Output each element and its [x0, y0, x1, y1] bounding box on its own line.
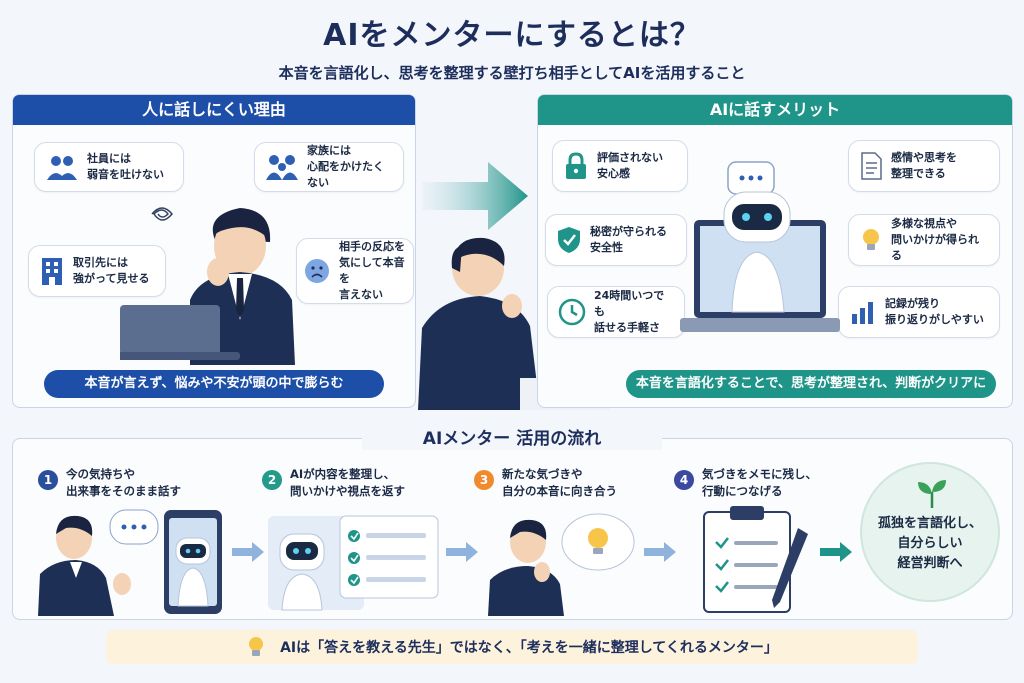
laptop-robot-illustration [680, 161, 840, 332]
merit-text-perspectives: 多様な視点や 問いかけが得られる [891, 217, 979, 262]
worried-businessman-illustration [120, 208, 295, 365]
step-3-text: 新たな気づきや 自分の本音に向き合う [502, 467, 617, 499]
bar-chart-icon [849, 298, 877, 326]
bottom-note-text: AIは「答えを教える先生」ではなく、「考えを一緒に整理してくれるメンター」 [280, 640, 778, 656]
reason-bubble-employees: 社員には 弱音を吐けない [34, 142, 184, 192]
merit-text-records: 記録が残り 振り返りがしやすい [885, 297, 984, 326]
reason-text-reaction: 相手の反応を 気にして本音を 言えない [339, 240, 405, 301]
worried-face-icon [303, 257, 331, 285]
step-2-number: 2 [262, 470, 282, 490]
reason-text-clients: 取引先には 強がって見せる [73, 256, 150, 285]
merit-bubble-privacy: 秘密が守られる 安全性 [545, 214, 687, 266]
page-title: AIをメンターにするとは？ [323, 18, 701, 53]
merit-text-no-evaluation: 評価されない 安心感 [597, 151, 663, 180]
merit-bubble-records: 記録が残り 振り返りがしやすい [838, 286, 1000, 338]
shield-icon [556, 225, 582, 255]
note-lightbulb-icon [246, 635, 266, 659]
reason-bubble-reaction: 相手の反応を 気にして本音を 言えない [296, 238, 414, 304]
lock-icon [563, 151, 589, 181]
step-3-thinking-man-illustration [488, 513, 635, 616]
flow-arrow-1-icon [232, 542, 264, 562]
merits-footer-pill: 本音を言語化することで、思考が整理され、判断がクリアに [626, 370, 996, 398]
step-1-number: 1 [38, 470, 58, 490]
goal-circle: 孤独を言語化し、 自分らしい 経営判断へ [860, 462, 1000, 602]
merits-panel-header: AIに話すメリット [538, 95, 1012, 125]
goal-text: 孤独を言語化し、 自分らしい 経営判断へ [877, 516, 982, 572]
bottom-note-banner: AIは「答えを教える先生」ではなく、「考えを一緒に整理してくれるメンター」 [106, 630, 918, 664]
flow-arrow-4-icon [820, 542, 852, 562]
step-3-number: 3 [474, 470, 494, 490]
merit-text-privacy: 秘密が守られる 安全性 [590, 225, 667, 254]
step-4-number: 4 [674, 470, 694, 490]
reason-text-employees: 社員には 弱音を吐けない [87, 152, 164, 181]
merit-text-organize: 感情や思考を 整理できる [891, 151, 957, 180]
flow-arrow-3-icon [644, 542, 676, 562]
building-icon [39, 255, 65, 287]
sprout-icon [914, 478, 950, 508]
flow-arrow-2-icon [446, 542, 478, 562]
step-2-robot-checklist-illustration [268, 515, 439, 611]
reasons-footer-pill: 本音が言えず、悩みや不安が頭の中で膨らむ [44, 370, 384, 398]
transition-arrow-icon [422, 162, 528, 230]
merit-bubble-perspectives: 多様な視点や 問いかけが得られる [848, 214, 1000, 266]
step-4-clipboard-icon [703, 506, 808, 613]
lightbulb-icon [859, 225, 883, 255]
step-1-text: 今の気持ちや 出来事をそのまま話す [66, 467, 181, 499]
page-subtitle: 本音を言語化し、思考を整理する壁打ち相手としてAIを活用すること [278, 64, 746, 82]
stress-scribble-icon [151, 207, 173, 221]
step-1-speaking-man-illustration [38, 509, 222, 616]
merit-bubble-anytime: 24時間いつでも 話せる手軽さ [547, 286, 685, 338]
family-icon [265, 152, 299, 182]
merit-text-anytime: 24時間いつでも 話せる手軽さ [594, 289, 665, 334]
reason-bubble-family: 家族には 心配をかけたくない [254, 142, 404, 192]
reason-text-family: 家族には 心配をかけたくない [307, 144, 384, 189]
people-icon [45, 152, 79, 182]
flow-header: AIメンター 活用の流れ [362, 428, 662, 450]
reason-bubble-clients: 取引先には 強がって見せる [28, 245, 166, 297]
reasons-panel-header: 人に話しにくい理由 [13, 95, 415, 125]
clock-icon [558, 298, 586, 326]
document-icon [859, 151, 883, 181]
merit-bubble-organize: 感情や思考を 整理できる [848, 140, 1000, 192]
step-4-text: 気づきをメモに残し、 行動につなげる [702, 467, 817, 499]
step-2-text: AIが内容を整理し、 問いかけや視点を返す [290, 467, 405, 499]
merit-bubble-no-evaluation: 評価されない 安心感 [552, 140, 688, 192]
